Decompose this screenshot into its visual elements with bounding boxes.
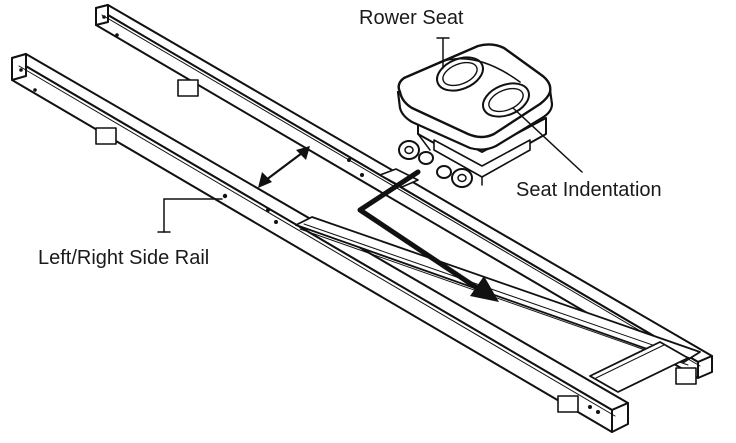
seat-roller bbox=[436, 165, 452, 179]
seat-indentation-right bbox=[482, 82, 530, 118]
seat-roller bbox=[451, 168, 473, 188]
seat-indentation-left bbox=[436, 56, 484, 92]
seat-roller bbox=[418, 151, 434, 165]
side-rail-leader bbox=[157, 198, 223, 233]
rower-seat-leader bbox=[436, 37, 450, 69]
seat-indentation-leader bbox=[512, 107, 583, 173]
side-rail-label: Left/Right Side Rail bbox=[38, 247, 209, 269]
seat-roller bbox=[398, 140, 420, 160]
seat-slide-direction-arrow bbox=[357, 169, 499, 302]
rower-seat-label: Rower Seat bbox=[359, 7, 464, 29]
rail-spacing-arrow bbox=[258, 146, 310, 188]
rower-seat bbox=[396, 43, 554, 188]
seat-indentation-label: Seat Indentation bbox=[516, 179, 662, 201]
